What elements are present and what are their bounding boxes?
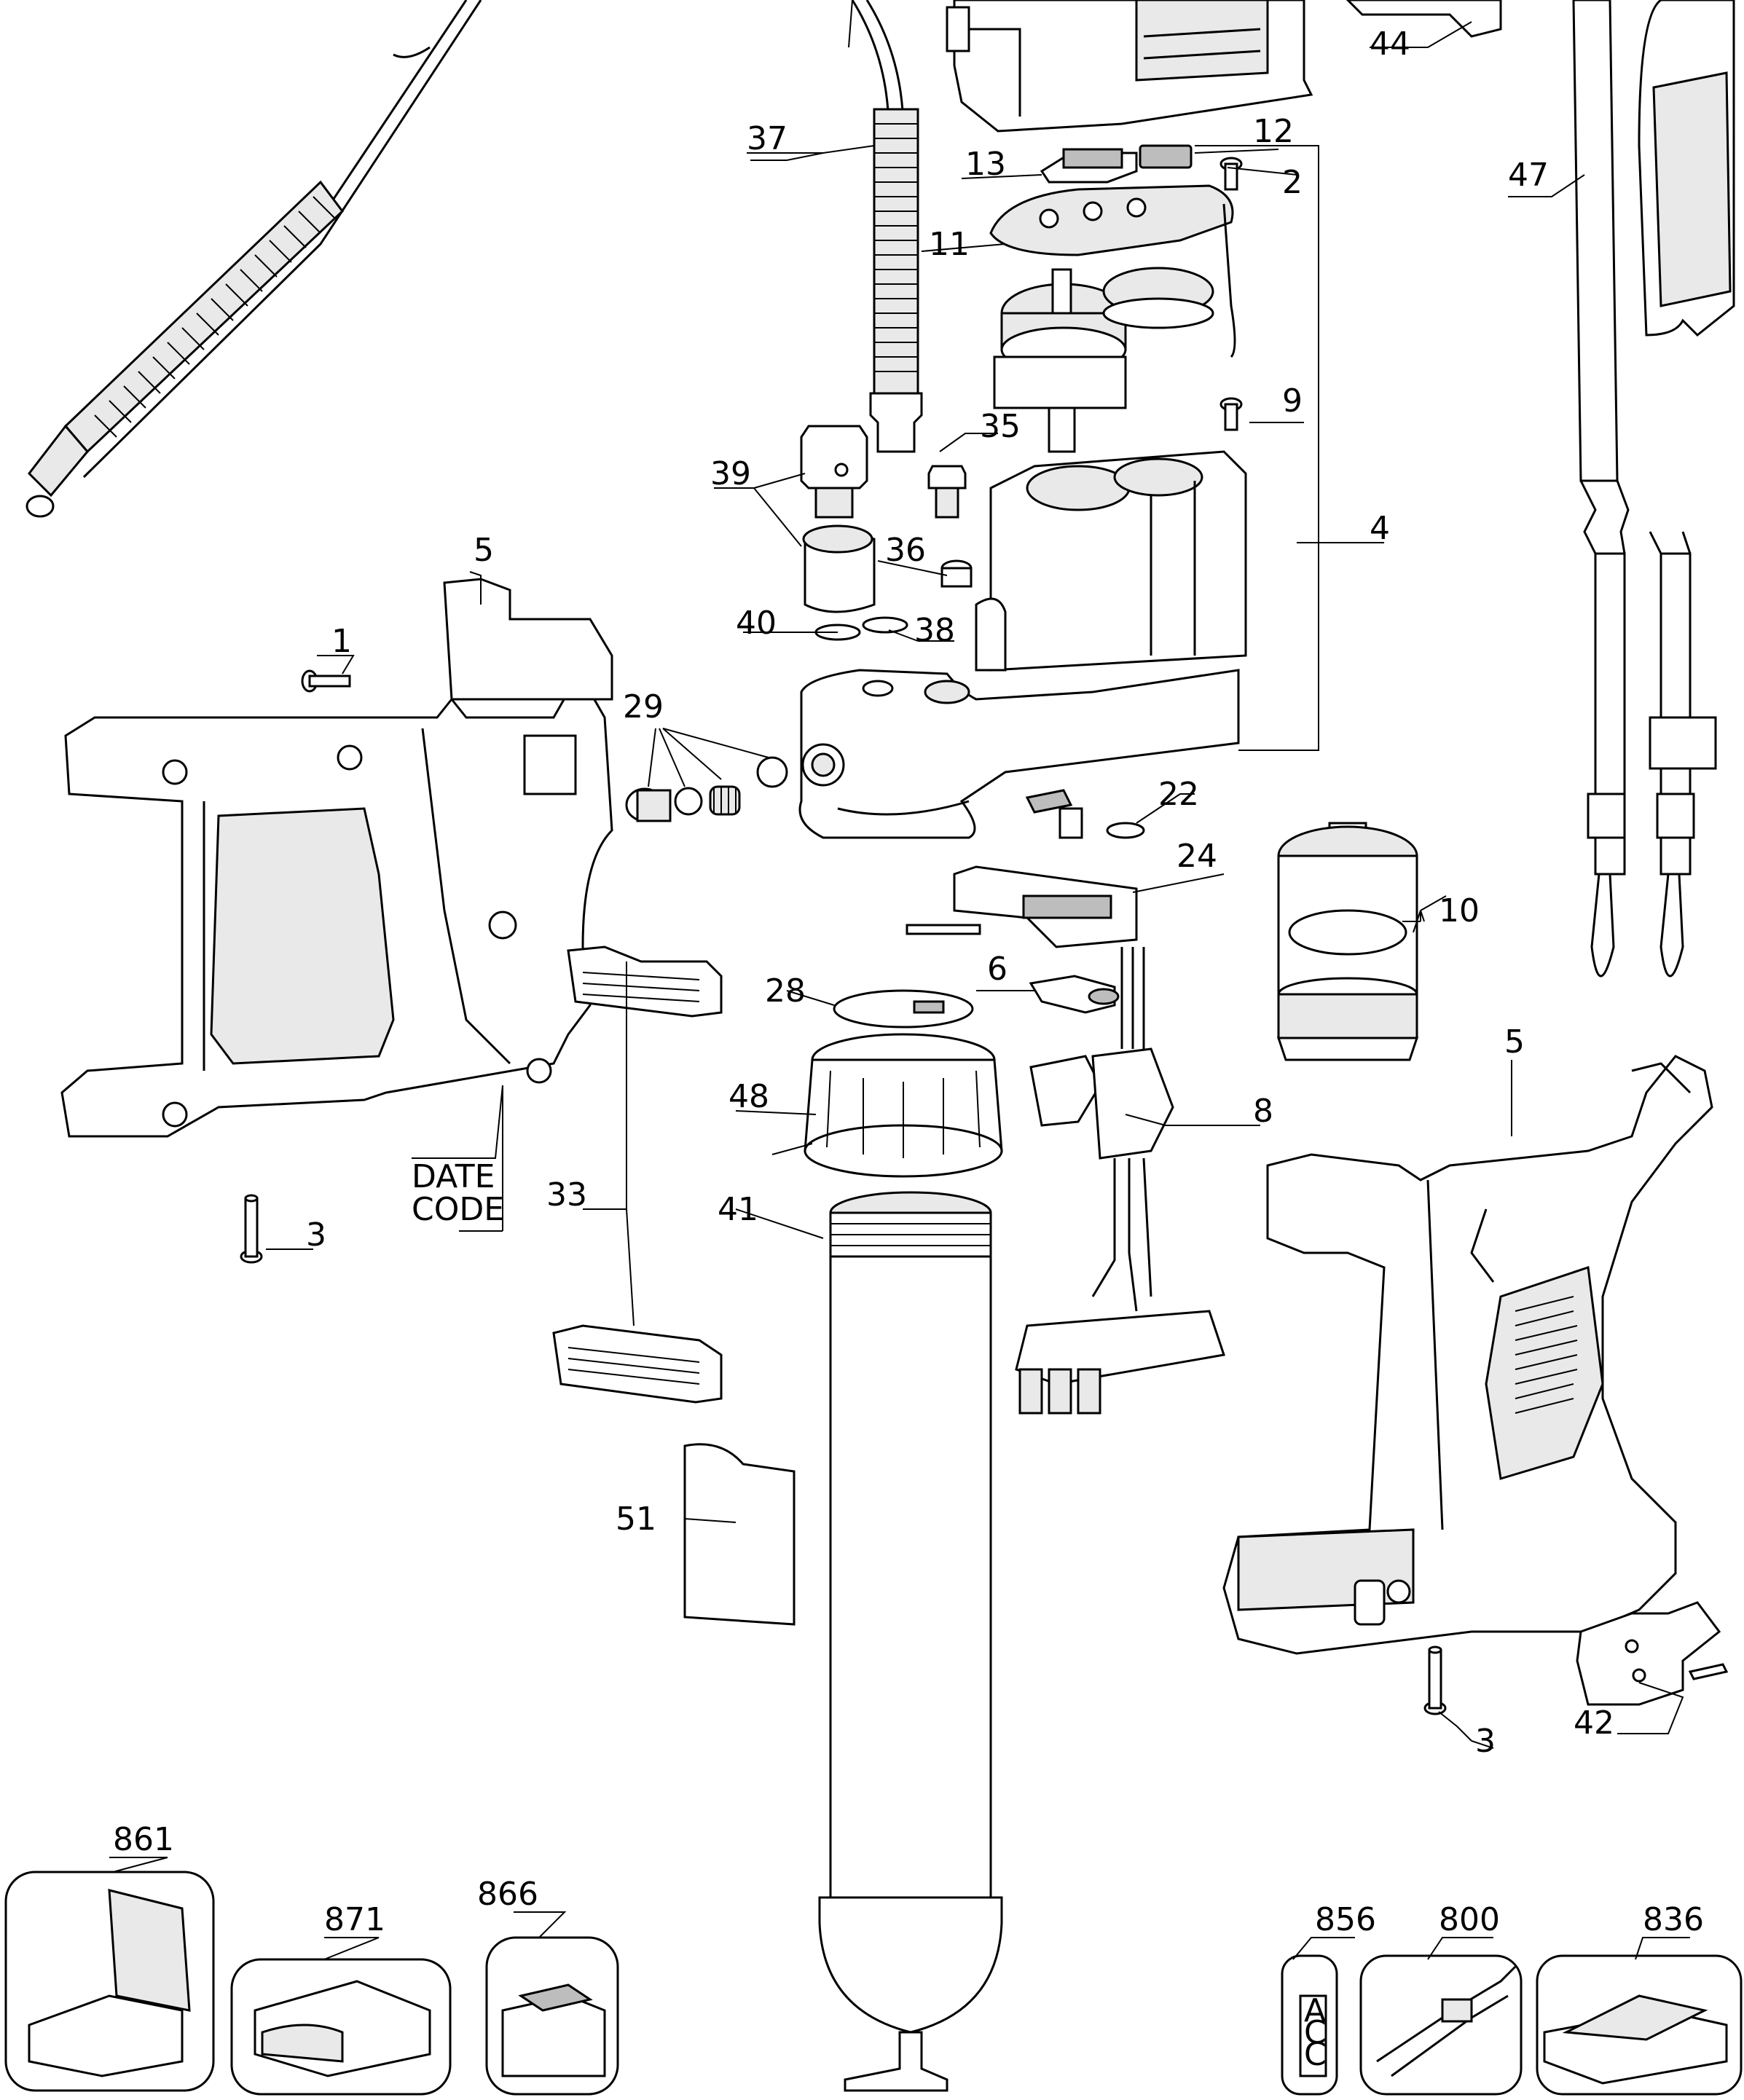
pump-body-part [798, 597, 1240, 839]
flex-hose-part [25, 0, 482, 518]
callout-24: 24 [1177, 838, 1217, 875]
acc-letter-c2: C [1304, 2036, 1327, 2073]
callout-871: 871 [324, 1901, 385, 1938]
callout-8: 8 [1253, 1093, 1273, 1130]
callout-44: 44 [1370, 25, 1410, 63]
date-code-line-2: CODE [412, 1191, 504, 1228]
callout-3-left: 3 [306, 1216, 326, 1254]
housing-top-part [946, 0, 1313, 133]
callout-11: 11 [929, 226, 970, 263]
accessory-861-case [4, 1871, 215, 2092]
leader-lines [109, 0, 1690, 1960]
callout-22: 22 [1158, 776, 1199, 813]
switch-13-part [1040, 148, 1138, 184]
grip-33-upper-part [567, 945, 723, 1018]
callout-10: 10 [1439, 892, 1480, 929]
gears-part [993, 267, 1214, 453]
callout-37: 37 [747, 120, 787, 157]
callout-51: 51 [616, 1501, 656, 1538]
accessory-836-toolbox [1536, 1954, 1743, 2096]
pad-12-part [1139, 144, 1193, 169]
callout-3-right: 3 [1475, 1723, 1496, 1760]
callout-5-right: 5 [1504, 1023, 1525, 1061]
callout-36: 36 [885, 532, 926, 569]
circuit-board-11-part [989, 184, 1236, 358]
belt-clip-42-part [1576, 1601, 1729, 1706]
callout-41: 41 [718, 1191, 758, 1228]
motor-10-part [1276, 822, 1419, 1061]
callout-35: 35 [980, 408, 1021, 445]
screw-9-part [1219, 397, 1243, 431]
guide-24-part [906, 865, 1138, 948]
callout-13: 13 [965, 146, 1006, 183]
hose-37-part [851, 0, 923, 453]
callout-9: 9 [1282, 382, 1303, 420]
fitting-39-part [800, 425, 876, 613]
accessory-871-charger [230, 1958, 452, 2096]
callout-28: 28 [765, 972, 806, 1010]
lever-6-part [1029, 975, 1120, 1014]
callout-836: 836 [1643, 1901, 1704, 1938]
callout-42: 42 [1574, 1704, 1614, 1742]
housing-half-5-right-part [1222, 1055, 1713, 1655]
grease-tube-41-part [818, 1191, 1003, 2092]
callout-866: 866 [477, 1876, 538, 1913]
trigger-lock-22-part [1025, 789, 1145, 839]
accessory-856-label [1281, 1954, 1338, 2096]
date-code-line-1: DATE [412, 1158, 495, 1195]
callout-39: 39 [710, 455, 751, 492]
callout-labels: 1 2 3 3 4 5 5 6 8 9 10 11 12 13 22 24 28… [113, 25, 1704, 2073]
callout-800: 800 [1439, 1901, 1500, 1938]
callout-33: 33 [546, 1176, 587, 1214]
housing-half-5-left-part [60, 578, 613, 1138]
sleeve-36-part [940, 559, 973, 588]
callout-40: 40 [736, 605, 777, 642]
check-valve-29-part [625, 756, 788, 822]
gear-housing-part [989, 450, 1247, 672]
callout-5-left: 5 [474, 532, 494, 569]
callout-47: 47 [1508, 157, 1549, 194]
callout-6: 6 [987, 951, 1007, 988]
callout-1: 1 [331, 623, 352, 660]
callout-856: 856 [1315, 1901, 1376, 1938]
callout-29: 29 [623, 688, 664, 725]
washers-40-38-part [814, 616, 908, 641]
screw-1-part [301, 669, 351, 693]
follower-28-part [833, 989, 974, 1029]
acc-letter-c1: C [1304, 2014, 1327, 2051]
label-51-part [683, 1443, 796, 1626]
screw-2-part [1219, 157, 1243, 191]
acc-letter-a: A [1304, 1992, 1326, 2029]
callout-12: 12 [1253, 113, 1294, 150]
shoulder-strap-47-part [1572, 0, 1735, 978]
accessory-866-battery [485, 1936, 619, 2096]
fitting-35-part [927, 465, 967, 519]
callout-48: 48 [728, 1078, 769, 1115]
tube-cap-48-part [804, 1033, 1003, 1178]
grip-33-lower-part [552, 1324, 723, 1404]
callout-861: 861 [113, 1821, 174, 1858]
trigger-switch-8-part [1015, 947, 1225, 1415]
callout-4: 4 [1370, 510, 1390, 547]
screw-3-left-part [240, 1194, 263, 1264]
screw-3-right-part [1423, 1645, 1447, 1715]
callout-2: 2 [1282, 164, 1303, 201]
accessory-800-hose [1359, 1954, 1523, 2096]
callout-38: 38 [914, 612, 955, 649]
